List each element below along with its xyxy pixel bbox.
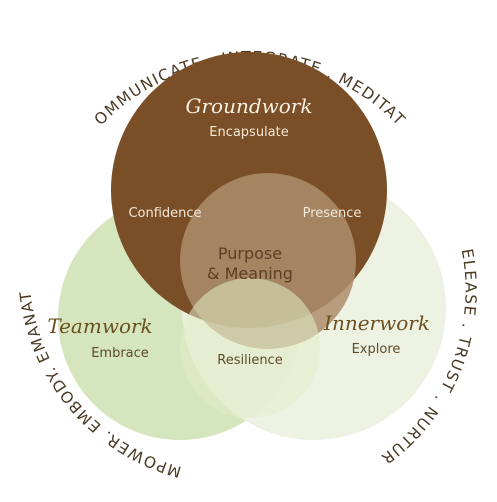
resilience-overlap bbox=[180, 278, 320, 418]
teamwork-title: Teamwork bbox=[47, 314, 152, 338]
groundwork-subtitle: Encapsulate bbox=[209, 125, 289, 140]
confidence-label: Confidence bbox=[128, 206, 201, 221]
presence-label: Presence bbox=[303, 206, 362, 221]
meaning-label: & Meaning bbox=[207, 264, 293, 283]
teamwork-subtitle: Embrace bbox=[91, 346, 149, 361]
purpose-label: Purpose bbox=[218, 244, 282, 263]
groundwork-title: Groundwork bbox=[186, 94, 313, 118]
innerwork-title: Innerwork bbox=[323, 311, 430, 335]
resilience-label: Resilience bbox=[217, 353, 282, 368]
innerwork-subtitle: Explore bbox=[352, 342, 401, 357]
